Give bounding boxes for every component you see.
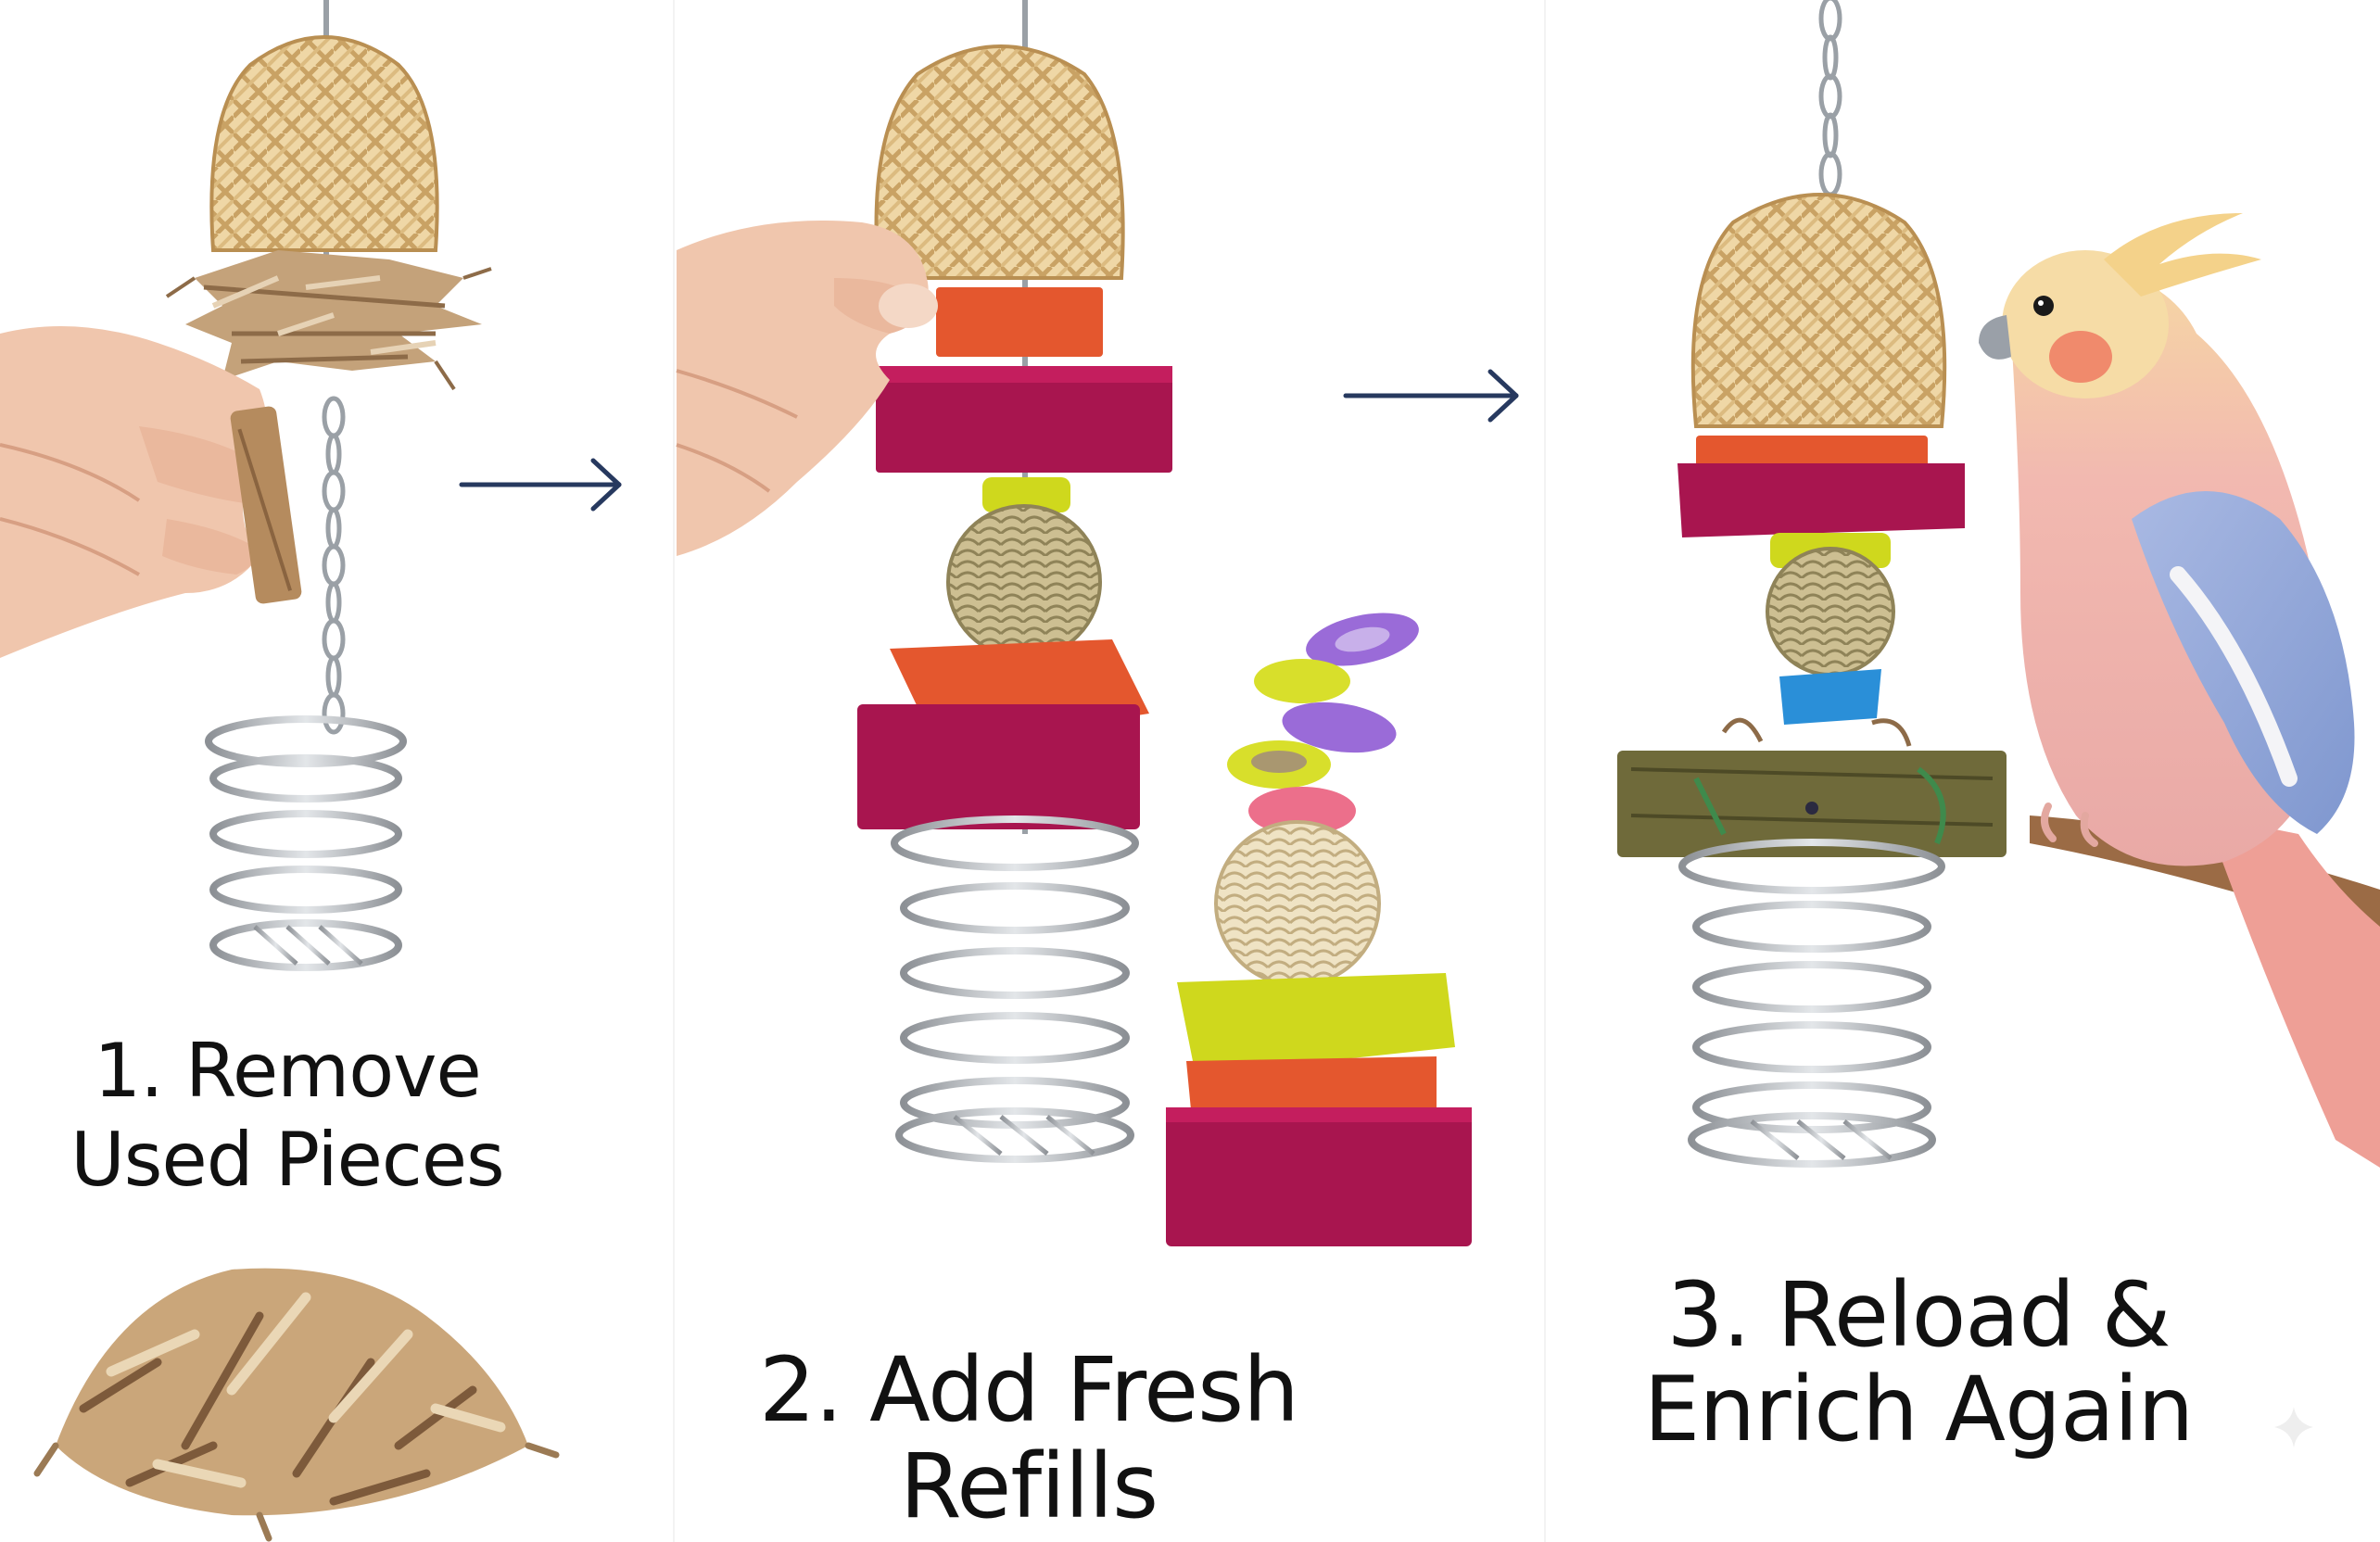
- bird-beak: [1979, 315, 2011, 360]
- refill-block-magenta: [876, 366, 1172, 473]
- refill-ring-pink: [1248, 787, 1356, 835]
- rattan-ball: [1766, 547, 1895, 676]
- rattan-ball: [946, 504, 1102, 660]
- panel-step-1: [0, 0, 560, 1542]
- hanging-chain: [322, 396, 346, 735]
- step-1-label-line-2: Used Pieces: [70, 1117, 504, 1203]
- step-2-label-line-2: Refills: [899, 1435, 1158, 1538]
- step-3-label: 3. Reload & Enrich Again: [1594, 1268, 2243, 1457]
- shredded-wood-cluster: [165, 250, 492, 410]
- refill-block-magenta: [1677, 463, 1965, 537]
- panel-divider-1: [673, 0, 675, 1542]
- refill-ring-yellow: [982, 477, 1070, 512]
- wicker-bell: [1690, 193, 1947, 428]
- wicker-bell: [209, 35, 439, 252]
- refill-ring-blue: [1779, 669, 1881, 725]
- refill-block-yellow: [1177, 973, 1455, 1075]
- sparkle-icon: [2274, 1407, 2313, 1447]
- bird-crest: [2104, 213, 2261, 297]
- step-3-label-line-1: 3. Reload &: [1666, 1263, 2171, 1367]
- metal-coil-cage: [1678, 839, 1945, 1168]
- right-arrow-icon: [459, 458, 622, 512]
- refill-ring-yellow-small: [1254, 659, 1350, 703]
- cockatiel-bird: [1979, 213, 2380, 1168]
- step-1-label: 1. Remove Used Pieces: [19, 1027, 556, 1205]
- rattan-ball-fresh: [1214, 820, 1381, 987]
- step-2-label: 2. Add Fresh Refills: [686, 1342, 1372, 1535]
- step-3-label-line-2: Enrich Again: [1643, 1358, 2195, 1461]
- refill-parts-stack: [1166, 613, 1472, 1246]
- refill-block-orange: [936, 287, 1103, 357]
- panel-step-3: [1617, 0, 2380, 1168]
- hand-adding-refill: [676, 221, 938, 556]
- right-arrow-icon: [1343, 369, 1519, 423]
- weathered-wood-block: [1617, 751, 2007, 857]
- wicker-bell: [874, 44, 1125, 280]
- metal-coil-cage: [205, 715, 407, 971]
- bird-eye: [2033, 296, 2054, 316]
- refill-block-magenta-3: [1166, 1107, 1472, 1246]
- bird-cheek: [2049, 331, 2112, 383]
- refill-block-magenta-2: [857, 704, 1140, 829]
- panel-step-2: [676, 0, 1472, 1246]
- step-2-label-line-1: 2. Add Fresh: [759, 1338, 1299, 1442]
- metal-coil-cage: [891, 815, 1139, 1163]
- hanging-chain: [1818, 0, 1842, 197]
- step-1-label-line-1: 1. Remove: [94, 1028, 481, 1114]
- refill-ring-purple-2: [1282, 701, 1397, 753]
- hand-removing-piece: [0, 326, 302, 658]
- panel-divider-2: [1544, 0, 1546, 1542]
- used-wood-chips-pile: [33, 1268, 560, 1542]
